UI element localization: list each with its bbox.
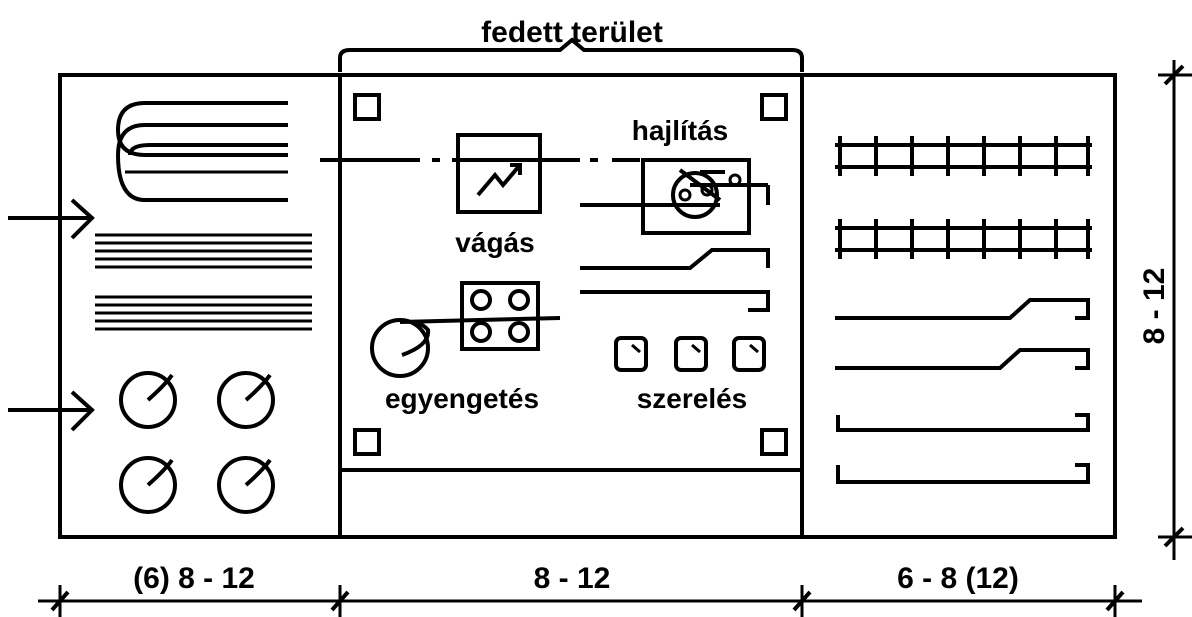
bending-machine — [580, 158, 770, 235]
straightening-label: egyengetés — [385, 383, 539, 414]
cutting-label: vágás — [455, 227, 534, 258]
cage-ties — [838, 136, 1090, 259]
wire-coil-3 — [119, 456, 177, 514]
bent-bar-sample-1 — [580, 248, 770, 270]
wire-coil-2 — [217, 371, 275, 429]
dimension-line-horizontal — [38, 585, 1142, 617]
coil-in-straightener — [370, 318, 430, 378]
column-bottom-left — [353, 428, 381, 456]
input-arrow-bars — [8, 198, 95, 240]
reinforcement-cage-1 — [835, 143, 1092, 169]
bent-bar-bundle — [115, 101, 288, 202]
covered-area-label: fedett terület — [481, 16, 663, 49]
wire-coil-4 — [217, 456, 275, 514]
finished-bent-bar-2 — [835, 348, 1090, 370]
middle-width-dimension: 8 - 12 — [534, 562, 611, 595]
column-top-left — [353, 93, 381, 121]
left-width-dimension: (6) 8 - 12 — [133, 562, 255, 595]
column-bottom-right — [760, 428, 788, 456]
finished-stirrup-1 — [836, 413, 1090, 432]
wire-coil-1 — [119, 371, 177, 429]
cutting-machine — [456, 133, 542, 214]
assembly-label: szerelés — [637, 383, 748, 414]
reinforcement-cage-2 — [835, 226, 1092, 252]
right-width-dimension: 6 - 8 (12) — [897, 562, 1019, 595]
finished-stirrup-2 — [836, 463, 1090, 484]
input-arrow-coils — [8, 390, 95, 432]
covered-area-brace — [338, 37, 804, 72]
height-dimension: 8 - 12 — [1138, 268, 1171, 345]
assembly-stations — [614, 336, 766, 372]
straightening-machine — [460, 281, 540, 351]
finished-bent-bar-1 — [835, 298, 1090, 320]
column-top-right — [760, 93, 788, 121]
straight-bar-stack-lower — [95, 295, 312, 331]
site-outline — [58, 73, 1117, 539]
bent-bar-sample-2 — [580, 290, 770, 312]
straight-bar-stack-upper — [95, 233, 312, 269]
bending-label: hajlítás — [632, 115, 728, 146]
dimension-line-vertical — [1158, 60, 1192, 560]
